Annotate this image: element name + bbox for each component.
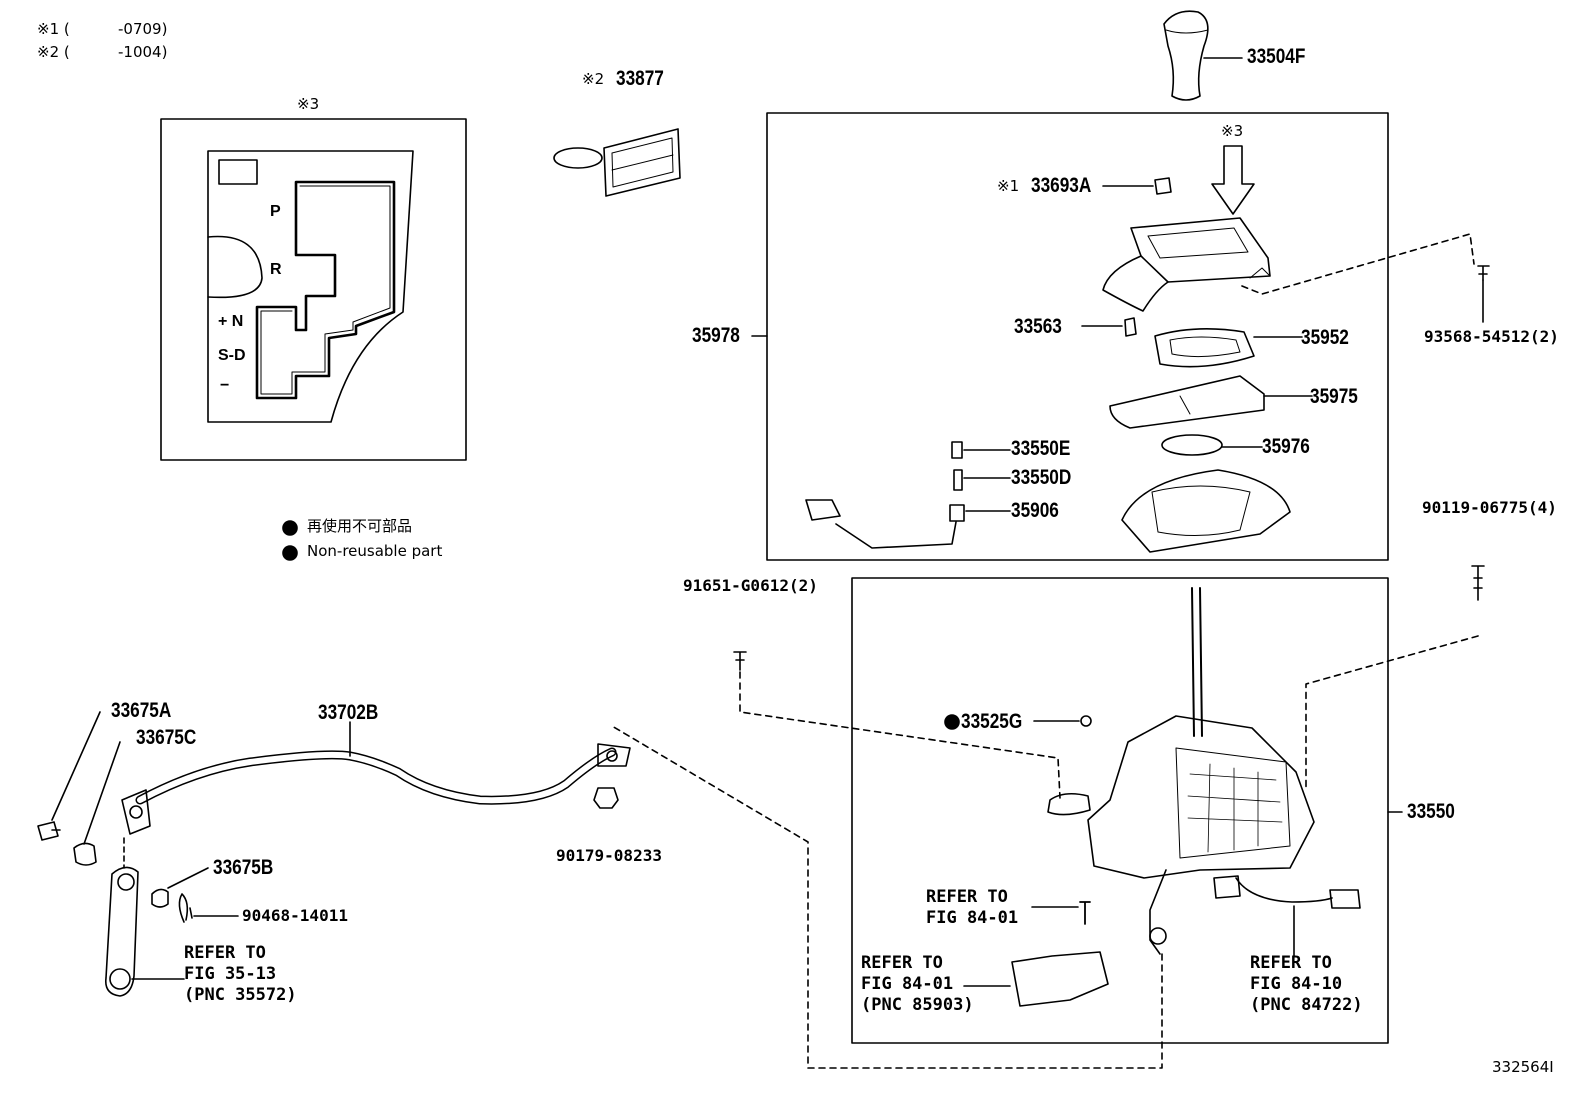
part-33563	[1124, 317, 1137, 337]
shift-lever-assembly-frame	[851, 577, 1389, 1044]
part-33550D	[953, 469, 963, 491]
part-93568-label: 93568-54512(2)	[1424, 327, 1559, 346]
part-33693A-label: 33693A	[1031, 174, 1092, 197]
bracket-ref-pnc85903	[1011, 951, 1109, 1007]
part-33675A-label: 33675A	[111, 699, 172, 722]
shift-lock-harness	[1235, 877, 1333, 903]
inset-marker: ※3	[297, 95, 320, 113]
shift-housing-cover	[1121, 469, 1291, 553]
part-91651-label: 91651-G0612(2)	[683, 576, 818, 595]
part-35906-socket	[949, 504, 965, 522]
bolt-91651	[733, 651, 747, 671]
legend-en: Non-reusable part	[307, 542, 443, 560]
part-33877-plate-inner	[611, 137, 674, 188]
part-33693A-clip	[1154, 177, 1172, 195]
bolt-90119	[1471, 565, 1485, 601]
cable-end-clevis	[121, 789, 151, 835]
shift-base-mount-tab	[1047, 792, 1091, 816]
shift-indicator-window	[218, 159, 258, 185]
shift-plate-recess	[207, 235, 263, 299]
note-2-marker: ※2 (	[37, 43, 70, 61]
part-33550D-label: 33550D	[1011, 466, 1072, 489]
cable-end-eye	[597, 743, 631, 767]
bushing-33675B	[151, 888, 169, 908]
part-33877-plate	[603, 128, 681, 197]
view-direction-arrow	[1211, 145, 1255, 215]
part-33877-marker: ※2	[582, 70, 605, 88]
part-33525G-label: 33525G	[961, 710, 1023, 733]
ref-fig84-01-bracket: REFER TO FIG 84-01 (PNC 85903)	[861, 953, 974, 1015]
part-35976	[1161, 434, 1223, 456]
part-90179-label: 90179-08233	[556, 846, 662, 865]
washer-33525G	[1080, 715, 1092, 727]
part-35952	[1154, 328, 1255, 368]
part-90468-label: 90468-14011	[242, 906, 348, 925]
gate-label-p: P	[270, 203, 281, 220]
gate-label-r: R	[270, 261, 282, 278]
shift-gate-plate	[207, 150, 414, 423]
screw-93568	[1477, 265, 1490, 281]
note-1-marker: ※1 (	[37, 20, 70, 38]
part-33877-label: 33877	[616, 67, 664, 90]
bushing-33675C	[73, 842, 97, 866]
shift-knob	[1163, 10, 1209, 101]
non-reusable-marker-33525G	[944, 714, 960, 730]
note-2-range: -1004)	[118, 43, 168, 61]
part-35975	[1109, 375, 1265, 429]
part-35976-label: 35976	[1262, 435, 1310, 458]
shift-bezel-upper	[1130, 217, 1271, 283]
legend-jp: 再使用不可部品	[307, 517, 413, 535]
gate-label-minus: −	[220, 377, 230, 394]
gate-label-sd: S-D	[218, 347, 246, 364]
shift-bezel-flange	[1102, 255, 1169, 312]
part-90119-label: 90119-06775(4)	[1422, 498, 1557, 517]
part-33550E	[951, 441, 963, 459]
bolt-33675A	[37, 821, 61, 841]
part-33702B-label: 33702B	[318, 701, 379, 724]
shift-cable-inner	[137, 749, 615, 804]
part-33550E-label: 33550E	[1011, 437, 1071, 460]
part-33504F-label: 33504F	[1247, 45, 1306, 68]
part-33675B-label: 33675B	[213, 856, 274, 879]
gate-label-n: + N	[218, 313, 244, 330]
part-33563-label: 33563	[1014, 315, 1062, 338]
ref-fig84-10: REFER TO FIG 84-10 (PNC 84722)	[1250, 953, 1363, 1015]
part-35906-wire	[835, 521, 957, 549]
part-35952-label: 35952	[1301, 326, 1349, 349]
part-33550-label: 33550	[1407, 800, 1455, 823]
clip-90468	[178, 893, 193, 923]
part-35978-label: 35978	[692, 324, 740, 347]
shift-lever-arm	[104, 866, 139, 997]
part-35975-label: 35975	[1310, 385, 1358, 408]
screw-ref-fig84-01	[1079, 901, 1091, 925]
part-33877-clip-ring	[553, 147, 603, 169]
shift-gate-slot	[255, 180, 396, 400]
shift-gate-inset-frame	[160, 118, 467, 461]
part-35906-connector	[805, 499, 841, 521]
shift-gate-slot-inner	[260, 185, 391, 395]
ref-fig84-01-screw: REFER TO FIG 84-01	[926, 887, 1019, 928]
part-35906-label: 35906	[1011, 499, 1059, 522]
arrow-marker: ※3	[1221, 122, 1244, 140]
nut-90179	[593, 787, 619, 809]
part-33675C-label: 33675C	[136, 726, 197, 749]
legend-dot-jp	[282, 520, 298, 536]
note-1-range: -0709)	[118, 20, 168, 38]
ref-fig35-13: REFER TO FIG 35-13 (PNC 35572)	[184, 943, 297, 1005]
part-33693A-marker: ※1	[997, 177, 1020, 195]
figure-id: 332564I	[1492, 1058, 1554, 1076]
shift-lever-base	[1087, 715, 1315, 879]
legend-dot-en	[282, 545, 298, 561]
